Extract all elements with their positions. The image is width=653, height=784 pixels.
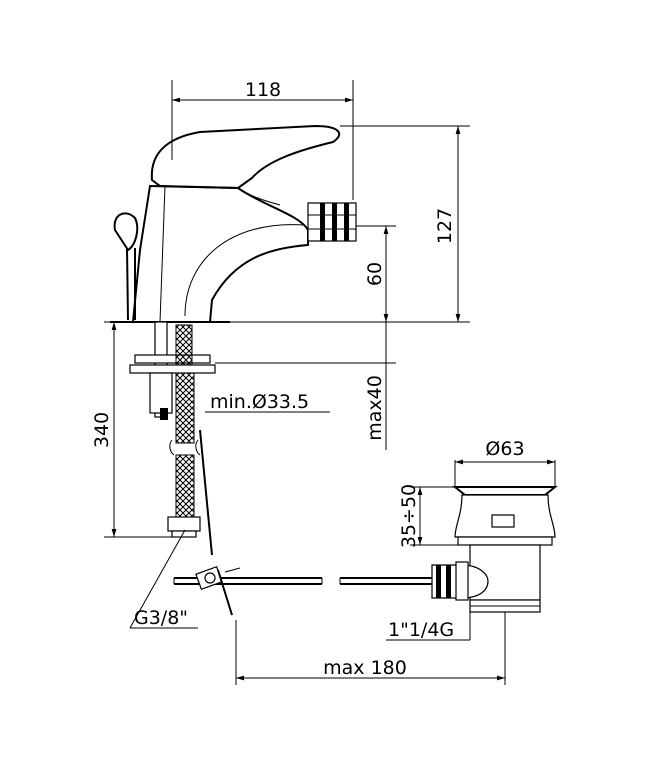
dim-thread-114g: 1"1/4G — [388, 619, 454, 641]
mixer-body — [131, 184, 309, 323]
dim-max180: max 180 — [323, 657, 407, 679]
dim-thread-g38: G3/8" — [134, 607, 188, 629]
dimension-labels: 118 127 60 max40 min.Ø33.5 340 Ø63 35÷50… — [91, 79, 525, 679]
pop-up-linkage — [173, 565, 432, 616]
dim-127: 127 — [434, 208, 456, 244]
dim-diameter-63: Ø63 — [485, 438, 524, 460]
mounting-shank — [129, 321, 216, 420]
supply-hoses — [167, 324, 213, 556]
pop-up-rod — [113, 212, 139, 321]
dim-60: 60 — [364, 262, 386, 286]
dimension-lines — [104, 80, 556, 685]
dim-max40: max40 — [364, 375, 386, 441]
dim-340: 340 — [91, 412, 113, 448]
aerator-nozzle — [307, 202, 357, 242]
dim-35-50: 35÷50 — [398, 484, 420, 548]
faucet-body — [110, 124, 357, 323]
lever-handle — [150, 124, 341, 190]
dim-min-diameter: min.Ø33.5 — [210, 391, 309, 413]
waste-drain — [431, 486, 558, 613]
dim-118: 118 — [245, 79, 281, 101]
